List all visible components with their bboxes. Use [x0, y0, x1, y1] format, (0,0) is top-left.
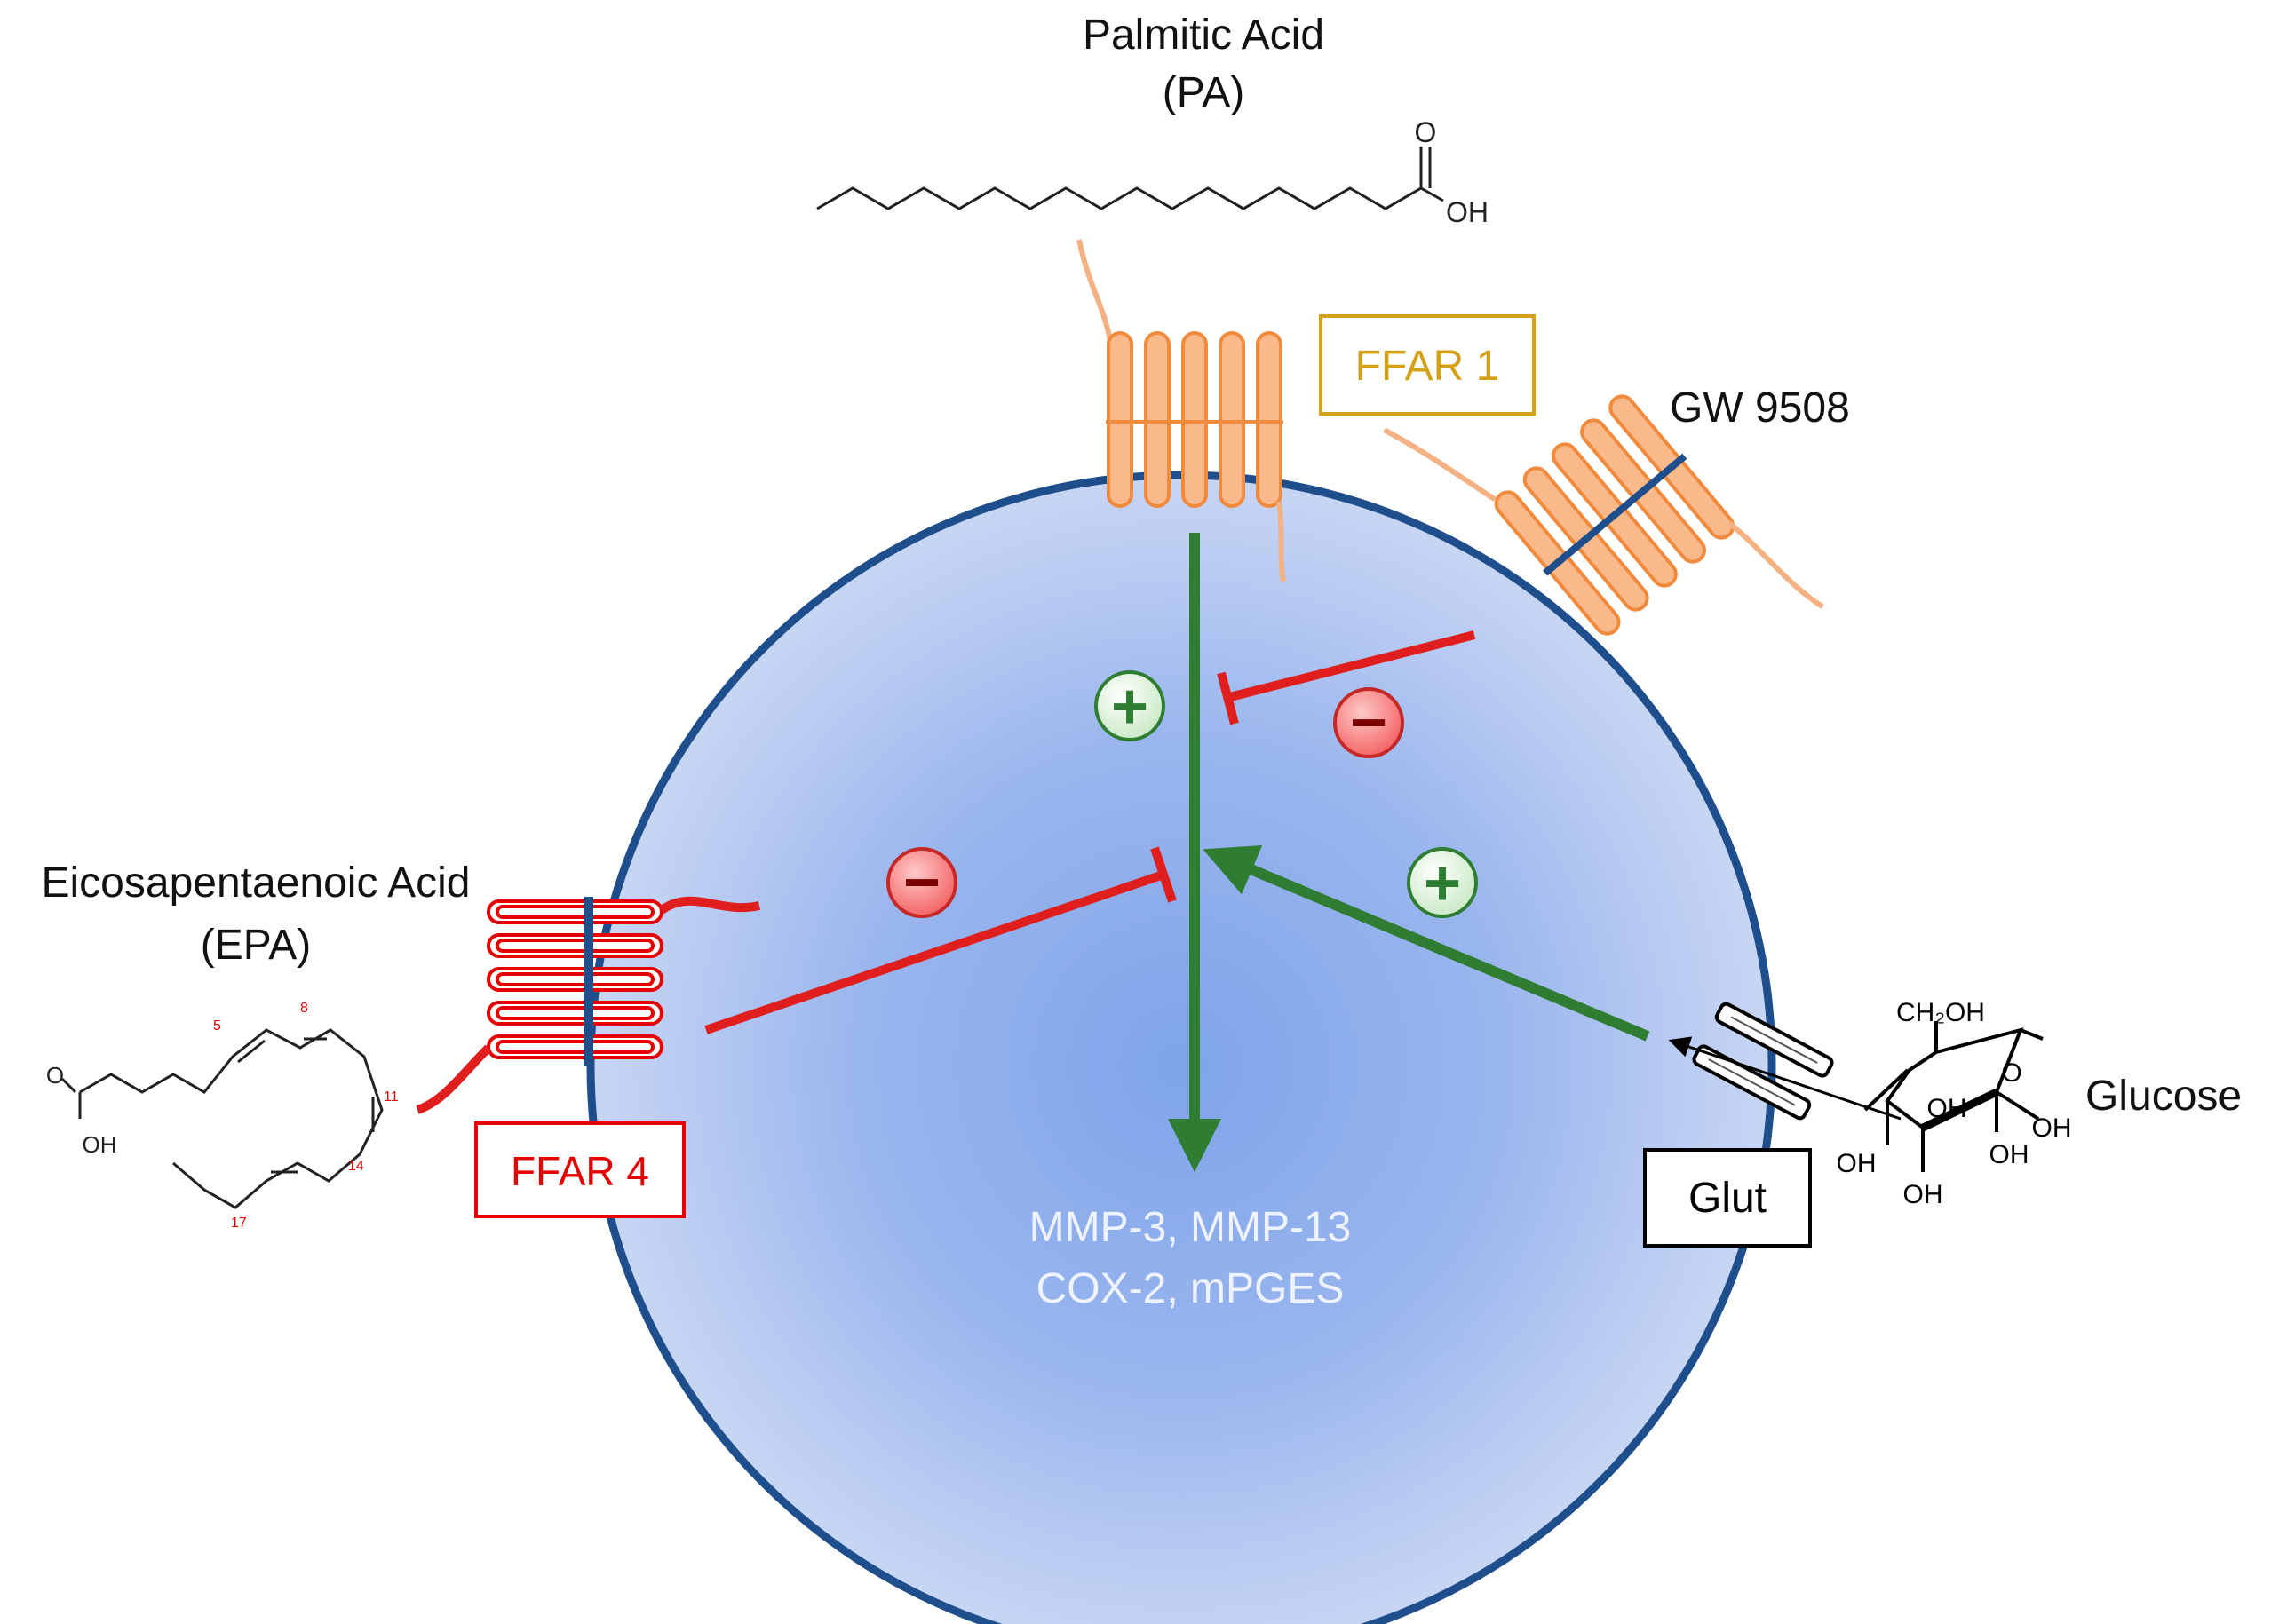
glucose-ring-o: O [2001, 1058, 2021, 1088]
epa-carbonyl-o: O [46, 1062, 64, 1089]
glucose-oh-5: OH [2032, 1113, 2072, 1143]
ffar1-label-box [1319, 314, 1536, 416]
epa-pos-8: 8 [300, 1001, 308, 1016]
glucose-ch2oh: CH₂OH [1896, 998, 1985, 1027]
activation-badge-glucose: + [1407, 847, 1478, 919]
activation-badge-top-sign: + [1111, 671, 1148, 742]
gw9508-label: GW 9508 [1670, 384, 1850, 432]
epa-pos-14: 14 [348, 1159, 364, 1174]
activation-badge-top: + [1094, 670, 1165, 742]
glucose-oh-3: OH [1903, 1180, 1943, 1209]
ffar1-receptor-icon [1076, 239, 1286, 582]
pa-name: Palmitic Acid [1083, 12, 1324, 59]
pa-carbonyl-o: O [1415, 116, 1437, 148]
output-line-1: MMP-3, MMP-13 [1029, 1204, 1352, 1251]
glut-label: Glut [1688, 1175, 1767, 1222]
epa-name: Eicosapentaenoic Acid [42, 860, 471, 907]
ffar4-receptor-icon [416, 896, 761, 1114]
glucose-oh-4: OH [1989, 1140, 2029, 1169]
epa-abbr: (EPA) [201, 922, 311, 969]
glucose-oh-1: OH [1927, 1094, 1967, 1123]
glut-label-box [1643, 1148, 1812, 1248]
pa-hydroxyl: OH [1446, 196, 1489, 228]
gw9508-inhibition-bar [1217, 671, 1239, 725]
glut-transporter-icon [1668, 1002, 1902, 1121]
pa-abbr: (PA) [1163, 69, 1244, 116]
epa-structure [60, 1028, 384, 1209]
glucose-activation-arrow [1203, 844, 1650, 1042]
inhibition-badge-gw9508: − [1333, 687, 1404, 758]
glucose-structure [1863, 1021, 2044, 1172]
glucose-label: Glucose [2085, 1073, 2242, 1120]
gw9508-inhibition-line [1228, 630, 1476, 701]
signaling-arrows [704, 533, 1650, 1172]
output-line-2: COX-2, mPGES [1036, 1265, 1345, 1312]
epa-pos-17: 17 [231, 1216, 247, 1231]
inhibition-badge-gw9508-sign: − [1350, 687, 1387, 758]
epa-pos-11: 11 [384, 1089, 399, 1105]
glucose-oh-2: OH [1837, 1149, 1877, 1178]
inhibition-badge-epa: − [886, 847, 957, 918]
epa-inhibition-bar [1150, 846, 1177, 903]
cell [586, 471, 1776, 1624]
ffar4-label: FFAR 4 [511, 1148, 649, 1194]
epa-pos-5: 5 [213, 1018, 221, 1034]
ffar4-label-box [474, 1121, 686, 1218]
inhibition-badge-epa-sign: − [903, 847, 941, 918]
activation-badge-glucose-sign: + [1424, 848, 1461, 919]
gw9508-receptor-icon [1383, 394, 1824, 636]
ffar1-label: FFAR 1 [1355, 343, 1500, 390]
epa-inhibition-line [704, 870, 1165, 1034]
epa-hydroxyl: OH [83, 1131, 117, 1158]
palmitic-acid-structure [816, 147, 1444, 210]
